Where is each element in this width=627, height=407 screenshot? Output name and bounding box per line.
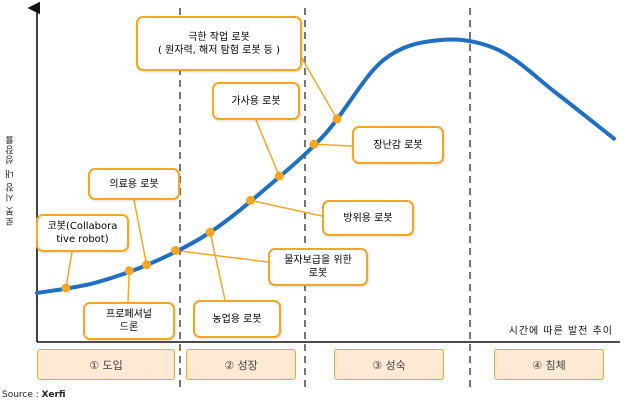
stage-introduction: ① 도입 xyxy=(37,349,175,380)
annotation-point xyxy=(332,114,342,124)
annotation-point xyxy=(309,139,319,149)
y-axis-label: 로봇 시장 내 성장률 xyxy=(6,134,16,226)
callout-professional-drone: 프로페셔널 드론 xyxy=(83,302,175,340)
annotation-point xyxy=(61,283,71,293)
callout-toy-robot: 장난감 로봇 xyxy=(352,126,444,164)
annotation-leader-line xyxy=(65,251,73,289)
annotation-leader-line xyxy=(250,199,323,217)
callout-medical-robot: 의료용 로봇 xyxy=(88,168,180,200)
annotation-leader-line xyxy=(209,232,226,301)
callout-household-robot: 가사용 로봇 xyxy=(212,82,300,120)
stage-growth: ② 성장 xyxy=(186,349,296,380)
callout-agricultural-robot: 농업용 로봇 xyxy=(193,300,281,338)
annotation-leader-line xyxy=(255,119,281,177)
source-name: Xerfi xyxy=(41,390,66,400)
callout-extreme-work-robot: 극한 작업 로봇 ( 원자력, 해저 탐험 로봇 등 ) xyxy=(136,16,302,71)
stage-decline: ④ 침체 xyxy=(494,349,604,380)
callout-supply-robot: 물자보급을 위한 로봇 xyxy=(268,248,368,286)
annotation-leader-line xyxy=(313,143,353,147)
annotation-leader-line xyxy=(133,199,148,265)
annotation-point xyxy=(142,260,152,270)
callout-cobot: 코봇(Collabora tive robot) xyxy=(36,214,129,252)
annotation-point xyxy=(274,171,284,181)
source-prefix: Source : xyxy=(2,390,42,400)
x-axis-label: 시간에 따른 발전 추이 xyxy=(508,326,613,337)
annotation-point xyxy=(205,227,215,237)
callout-defense-robot: 방위용 로봇 xyxy=(322,200,414,236)
annotation-leader-line xyxy=(175,249,269,263)
annotation-leader-line xyxy=(127,270,131,303)
annotation-leader-line xyxy=(299,54,338,120)
source-note: Source : Xerfi xyxy=(2,390,66,400)
annotation-point xyxy=(170,245,180,255)
annotation-point xyxy=(124,266,134,276)
annotation-point xyxy=(245,195,255,205)
stage-maturity: ③ 성숙 xyxy=(334,349,444,380)
